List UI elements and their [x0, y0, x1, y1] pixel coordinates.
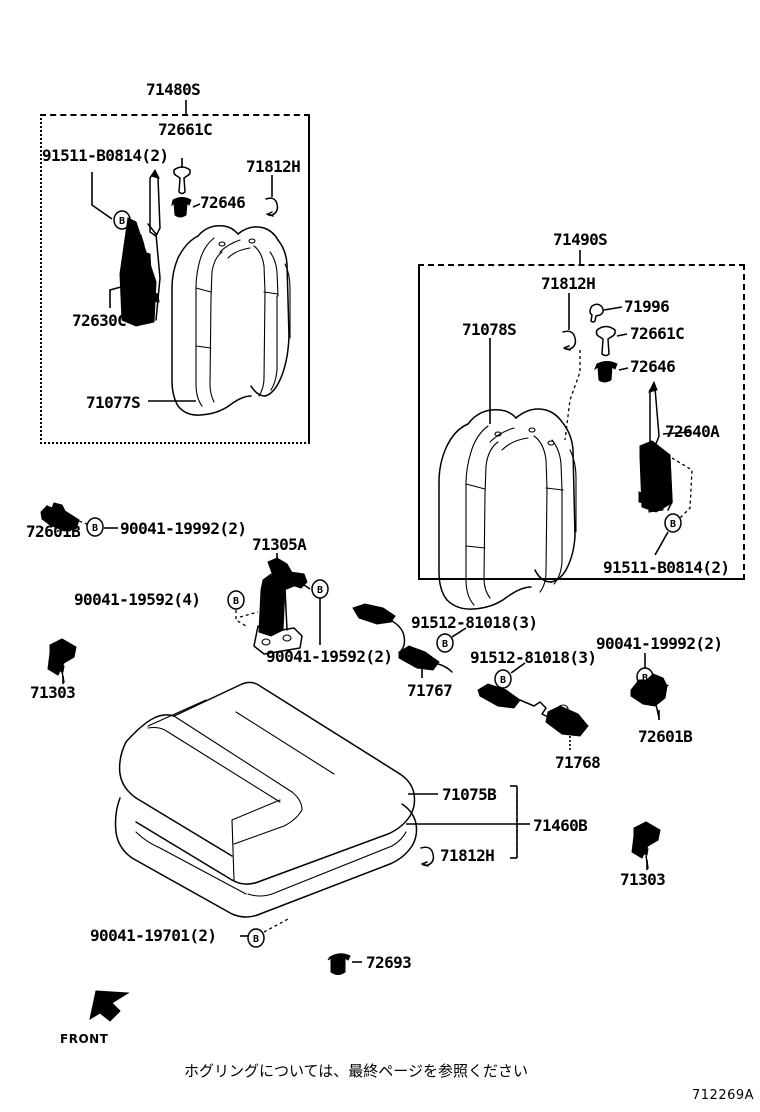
label-72640a: 72640A [665, 422, 720, 441]
leader-72630c [109, 283, 133, 308]
svg-text:B: B [317, 585, 323, 596]
label-72693: 72693 [366, 953, 412, 972]
svg-text:B: B [442, 639, 448, 650]
leader-91512-b [510, 662, 526, 674]
leader-72661c-right [616, 333, 628, 337]
part-72601b-right-icon [630, 673, 668, 719]
bolt-mark-91512-81018-b: B [494, 669, 512, 689]
bolt-mark-91511-right: B [664, 513, 682, 533]
bolt-mark-90041-19992-left: B [86, 517, 104, 537]
part-71812h-right-icon [562, 330, 577, 351]
svg-text:B: B [92, 523, 98, 534]
label-91511-b0814-left: 91511-B0814(2) [42, 146, 169, 165]
seat-cushion-illustration [114, 681, 418, 918]
part-72640a-icon [638, 380, 673, 513]
label-72661c-left: 72661C [158, 120, 213, 139]
part-72646-left-icon [171, 197, 192, 218]
label-72661c-right: 72661C [630, 324, 685, 343]
label-91511-b0814-right: 91511-B0814(2) [603, 558, 730, 577]
assembly-guide-right [564, 350, 581, 441]
part-71305a-icon [253, 557, 308, 655]
label-71767: 71767 [407, 681, 453, 700]
bolt-mark-91512-81018-a: B [436, 633, 454, 653]
panel-box-left [40, 114, 310, 444]
label-71305a: 71305A [252, 535, 307, 554]
part-71812h-left-icon [265, 197, 279, 217]
label-71303-left: 71303 [30, 683, 76, 702]
leader-bolt-19592-2 [300, 582, 311, 590]
hog-ring-note: ホグリングについては、最終ページを参照ください [184, 1062, 528, 1080]
label-71077s: 71077S [86, 393, 141, 412]
label-71078s: 71078S [462, 320, 517, 339]
label-71996: 71996 [624, 297, 670, 316]
label-90041-19592-4: 90041-19592(4) [74, 590, 201, 609]
part-71768-icon [477, 683, 589, 737]
bolt-mark-90041-19592-2: B [311, 579, 329, 599]
label-71075b: 71075B [442, 785, 497, 804]
label-90041-19992-right: 90041-19992(2) [596, 634, 723, 653]
svg-text:B: B [642, 673, 648, 684]
guide-91511-right [671, 457, 693, 519]
panel-box-right [418, 264, 745, 580]
seat-back-right-illustration [438, 408, 577, 610]
guide-19592-4 [235, 610, 259, 627]
label-72646-right: 72646 [630, 357, 676, 376]
label-72646-left: 72646 [200, 193, 246, 212]
leader-91511-right [654, 531, 669, 556]
label-71303-right: 71303 [620, 870, 666, 889]
label-72601b-right: 72601B [638, 727, 693, 746]
part-71996-icon [589, 303, 604, 323]
label-71812h-right: 71812H [541, 274, 596, 293]
part-72630c-icon [119, 169, 161, 327]
part-71303-left-icon [47, 638, 77, 683]
diagram-code: 712269A [692, 1088, 755, 1103]
part-72661c-right-icon [595, 325, 616, 357]
label-90041-19701: 90041-19701(2) [90, 926, 217, 945]
leader-91511-left [91, 172, 113, 220]
svg-text:B: B [500, 675, 506, 686]
label-71812h-bottom: 71812H [440, 846, 495, 865]
bolt-mark-90041-19701: B [247, 928, 265, 948]
front-arrow-icon [89, 990, 130, 1022]
leader-72646-right [618, 367, 629, 371]
leader-91512-a [451, 627, 467, 638]
label-91512-81018-a: 91512-81018(3) [411, 613, 538, 632]
leader-71996 [603, 306, 623, 311]
label-71768: 71768 [555, 753, 601, 772]
svg-text:B: B [233, 596, 239, 607]
guide-72601b-right [653, 681, 671, 687]
label-90041-19992-left: 90041-19992(2) [120, 519, 247, 538]
part-72693-icon [327, 953, 351, 975]
panel-title-right: 71490S [553, 230, 608, 249]
label-72630c: 72630C [72, 311, 127, 330]
guide-90041-19701 [263, 917, 291, 933]
part-71812h-bottom-icon [420, 846, 435, 867]
part-71767-icon [352, 603, 453, 673]
bolt-mark-90041-19592-4: B [227, 590, 245, 610]
label-71460b: 71460B [533, 816, 588, 835]
svg-text:B: B [253, 934, 259, 945]
svg-text:B: B [119, 216, 125, 227]
front-direction-label: FRONT [60, 1032, 109, 1046]
label-71812h-left: 71812H [246, 157, 301, 176]
leader-72646-left [192, 203, 201, 208]
leader-72640a [662, 431, 691, 435]
part-71303-right-icon [631, 821, 661, 869]
part-72601b-left-icon [40, 502, 80, 532]
part-72661c-left-icon [173, 166, 191, 195]
svg-text:B: B [670, 519, 676, 530]
part-72646-right-icon [593, 361, 618, 383]
label-90041-19592-2: 90041-19592(2) [266, 647, 393, 666]
panel-title-left: 71480S [146, 80, 201, 99]
label-91512-81018-b: 91512-81018(3) [470, 648, 597, 667]
seat-back-left-illustration [171, 224, 291, 416]
leader-72601b-left [49, 517, 54, 521]
